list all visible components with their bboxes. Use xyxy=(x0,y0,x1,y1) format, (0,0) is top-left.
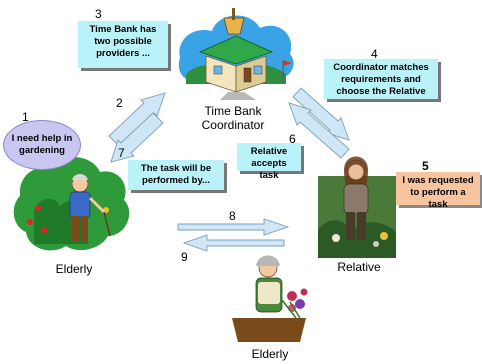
step-6-text: Relative accepts task xyxy=(250,146,288,181)
relative-gardener-icon xyxy=(318,156,396,258)
step-2-number: 2 xyxy=(116,96,123,110)
step-3-note: Time Bank has two possible providers ... xyxy=(78,21,168,68)
arrow-8 xyxy=(177,218,290,236)
step-1-text: I need help in gardening xyxy=(11,133,73,156)
step-5-number: 5 xyxy=(422,159,429,173)
step-4-number: 4 xyxy=(371,47,378,61)
elderly-gardener-icon xyxy=(13,157,130,251)
step-7-text: The task will be performed by... xyxy=(140,163,212,186)
relative-label: Relative xyxy=(337,260,381,274)
arrow-9 xyxy=(182,234,285,252)
step-5-note: I was requested to perform a task xyxy=(396,172,480,210)
step-3-number: 3 xyxy=(95,7,102,21)
step-1-number: 1 xyxy=(22,110,29,124)
step-9-number: 9 xyxy=(181,250,188,264)
step-4-note: Coordinator matches requirements and cho… xyxy=(324,59,438,99)
time-bank-building-icon xyxy=(178,8,294,100)
arrow-7 xyxy=(110,112,164,163)
step-5-text: I was requested to perform a task xyxy=(402,175,474,210)
step-6-note: Relative accepts task xyxy=(237,143,301,181)
step-7-note: The task will be performed by... xyxy=(128,160,224,190)
step-4-text: Coordinator matches requirements and cho… xyxy=(333,62,429,97)
step-3-text: Time Bank has two possible providers ... xyxy=(89,24,157,59)
arrow-6 xyxy=(288,102,350,159)
step-7-number: 7 xyxy=(118,146,125,160)
elderly-left-label: Elderly xyxy=(55,262,93,276)
step-1-speech-bubble: I need help in gardening xyxy=(3,120,81,170)
coordinator-label: Time Bank Coordinator xyxy=(201,104,265,132)
step-6-number: 6 xyxy=(289,132,296,146)
arrow-4 xyxy=(292,87,350,141)
step-8-number: 8 xyxy=(229,209,236,223)
elderly-florist-icon xyxy=(232,255,308,342)
elderly-bottom-label: Elderly xyxy=(251,347,289,361)
